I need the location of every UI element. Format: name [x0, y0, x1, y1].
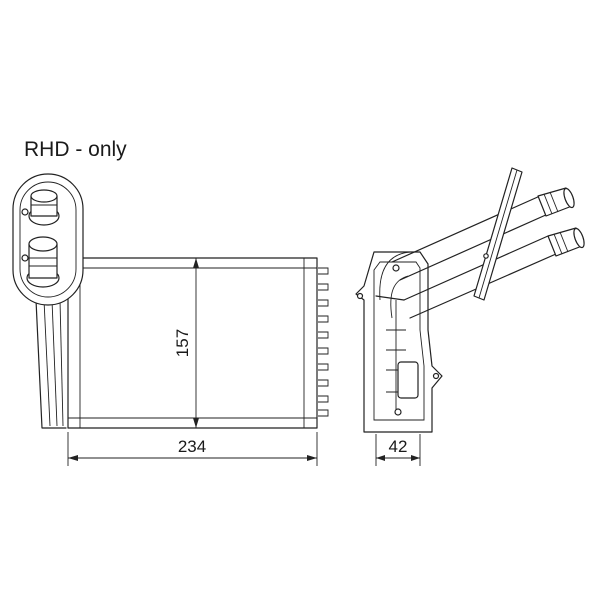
- rhd-only-note: RHD - only: [24, 138, 127, 161]
- depth-dimension: [375, 434, 421, 466]
- mounting-plate: [473, 167, 523, 301]
- depth-dimension-label: 42: [389, 437, 408, 456]
- side-pipes: [375, 195, 557, 319]
- side-tank: [35, 299, 67, 429]
- width-dimension: [67, 432, 318, 466]
- lower-pipe-stub: [26, 236, 60, 288]
- side-tank-housing: [355, 251, 443, 433]
- width-dimension-label: 234: [178, 437, 206, 456]
- side-view: 42: [355, 167, 585, 466]
- height-dimension-label: 157: [173, 329, 192, 357]
- core-fins: [318, 267, 329, 417]
- height-dimension: [193, 258, 199, 428]
- heater-core-body: [67, 257, 318, 429]
- lower-pipe-end: [547, 227, 585, 257]
- front-view: 157 234: [12, 173, 329, 466]
- upper-pipe-end: [537, 187, 575, 217]
- upper-pipe-stub: [28, 189, 60, 226]
